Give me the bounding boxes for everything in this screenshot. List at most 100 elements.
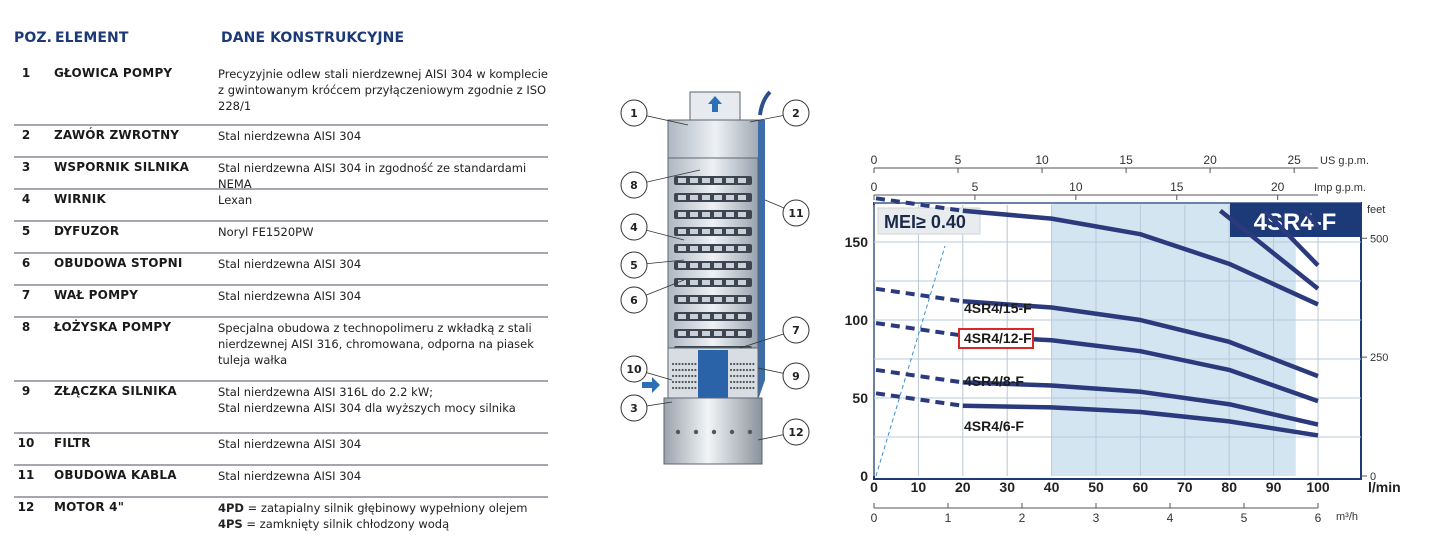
lmin-unit: l/min bbox=[1368, 479, 1401, 495]
stage-vane bbox=[738, 195, 746, 200]
callout-circle bbox=[620, 286, 648, 314]
usgpm-tick-label: 15 bbox=[1119, 153, 1133, 167]
description-line: Stal nierdzewna AISI 304 bbox=[218, 437, 362, 451]
filter-hole bbox=[691, 368, 694, 372]
m3h-tick-label: 3 bbox=[1093, 511, 1100, 525]
filter-hole bbox=[742, 368, 745, 372]
stage-vane bbox=[678, 314, 686, 319]
filter-hole bbox=[694, 386, 697, 390]
row-description: Stal nierdzewna AISI 304 bbox=[218, 256, 548, 272]
stage-vane bbox=[690, 263, 698, 268]
filter-hole bbox=[749, 368, 752, 372]
stage-vane bbox=[690, 229, 698, 234]
stage-vane bbox=[714, 178, 722, 183]
x-tick-label: 80 bbox=[1221, 479, 1237, 495]
curve-partial bbox=[1218, 209, 1320, 291]
stage-vane bbox=[714, 331, 722, 336]
filter-hole bbox=[684, 374, 687, 378]
description-line: Stal nierdzewna AISI 304 bbox=[218, 469, 362, 483]
m3h-tick-label: 6 bbox=[1315, 511, 1322, 525]
row-element: GŁOWICA POMPY bbox=[54, 66, 173, 80]
callout-number: 7 bbox=[792, 324, 800, 337]
row-description: Stal nierdzewna AISI 304 in zgodność ze … bbox=[218, 160, 548, 192]
stage-vane bbox=[714, 246, 722, 251]
stage-vane bbox=[678, 178, 686, 183]
filter-hole bbox=[681, 368, 684, 372]
y-tick-label: 50 bbox=[852, 390, 868, 406]
filter-hole bbox=[729, 386, 733, 390]
filter-hole bbox=[681, 374, 684, 378]
filter-hole bbox=[694, 374, 697, 378]
stage-vane bbox=[714, 212, 722, 217]
callout-number: 11 bbox=[788, 207, 803, 220]
stage-vane bbox=[678, 263, 686, 268]
callout-number: 1 bbox=[630, 107, 638, 120]
cable-guard bbox=[758, 120, 765, 400]
stage-vane bbox=[738, 331, 746, 336]
description-line: Noryl FE1520PW bbox=[218, 225, 314, 239]
filter-hole bbox=[745, 380, 749, 384]
feet-unit: feet bbox=[1367, 204, 1385, 216]
stage-vane bbox=[714, 280, 722, 285]
filter-hole bbox=[733, 380, 736, 384]
header-element: ELEMENT bbox=[55, 30, 129, 46]
header-pos: POZ. bbox=[14, 30, 53, 46]
filter-hole bbox=[739, 368, 742, 372]
stage-vane bbox=[738, 280, 746, 285]
npsh-line bbox=[875, 245, 946, 477]
filter-hole bbox=[752, 380, 755, 384]
stage-vane bbox=[678, 246, 686, 251]
stage-vane bbox=[714, 263, 722, 268]
callout-circle bbox=[782, 418, 810, 446]
x-tick-label: 40 bbox=[1044, 479, 1060, 495]
usgpm-tick-label: 0 bbox=[871, 153, 878, 167]
stage-vane bbox=[738, 263, 746, 268]
curve-4SR4/6-F bbox=[962, 403, 1319, 438]
filter-hole bbox=[681, 362, 684, 366]
callout-number: 12 bbox=[788, 426, 803, 439]
filter-hole bbox=[742, 362, 745, 366]
stage-vane bbox=[690, 212, 698, 217]
filter-hole bbox=[733, 368, 736, 372]
description-line: 4PS = zamknięty silnik chłodzony wodą bbox=[218, 516, 548, 532]
stage-vane bbox=[702, 280, 710, 285]
curve-label: 4SR4/8-F bbox=[964, 373, 1024, 389]
feet-tick-label: 0 bbox=[1370, 471, 1376, 483]
stage-vane bbox=[690, 195, 698, 200]
m3h-tick-label: 4 bbox=[1167, 511, 1174, 525]
filter-hole bbox=[691, 374, 694, 378]
stage-vane bbox=[714, 314, 722, 319]
filter-hole bbox=[736, 362, 739, 366]
filter-hole bbox=[739, 374, 742, 378]
callout-circle bbox=[620, 171, 648, 199]
row-element: ZAWÓR ZWROTNY bbox=[54, 128, 180, 142]
filter-hole bbox=[742, 386, 745, 390]
row-element: WIRNIK bbox=[54, 192, 106, 206]
row-element: MOTOR 4" bbox=[54, 500, 125, 514]
stage-vane bbox=[726, 280, 734, 285]
description-line: Stal nierdzewna AISI 304 bbox=[218, 257, 362, 271]
filter-hole bbox=[671, 386, 675, 390]
stage-vane bbox=[702, 297, 710, 302]
filter-hole bbox=[671, 380, 675, 384]
description-line: z gwintowanym króćcem przyłączeniowym zg… bbox=[218, 83, 547, 97]
stage-vane bbox=[702, 178, 710, 183]
stage-vane bbox=[702, 314, 710, 319]
filter-hole bbox=[681, 380, 684, 384]
filter-hole bbox=[745, 374, 749, 378]
mei-label: MEI≥ 0.40 bbox=[884, 212, 966, 232]
row-element: WSPORNIK SILNIKA bbox=[54, 160, 190, 174]
recommended-range-band bbox=[1051, 204, 1296, 476]
stage-vane bbox=[738, 212, 746, 217]
filter-hole bbox=[675, 362, 678, 366]
stage-vane bbox=[678, 195, 686, 200]
m3h-tick-label: 0 bbox=[871, 511, 878, 525]
row-description: Precyzyjnie odlew stali nierdzewnej AISI… bbox=[218, 66, 548, 114]
